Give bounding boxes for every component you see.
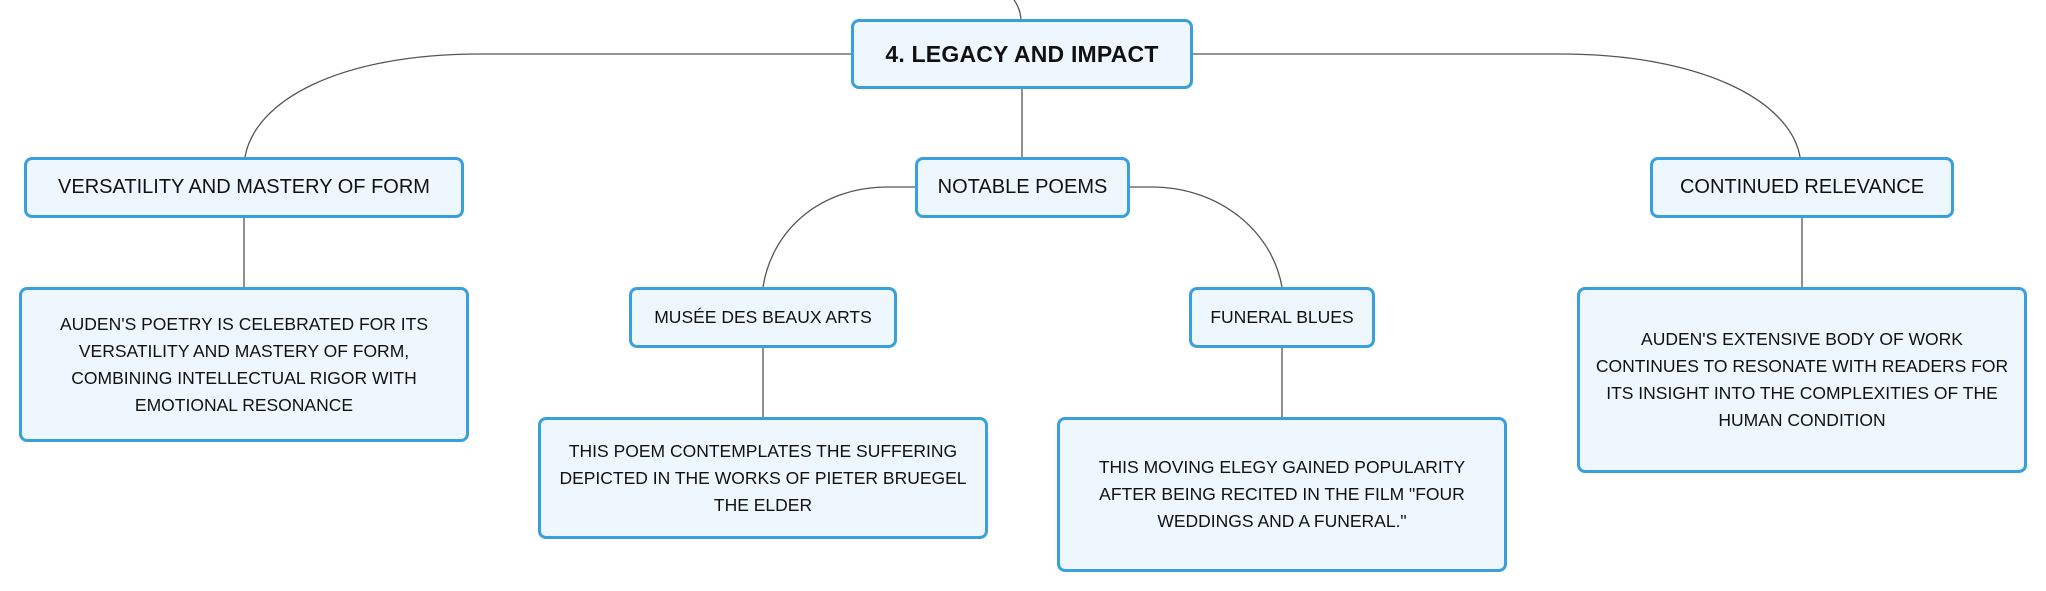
detail-node-text: THIS POEM CONTEMPLATES THE SUFFERING DEP… — [559, 440, 967, 515]
connector-notable-poems-to-musee — [762, 186, 915, 288]
root-node[interactable]: 4. LEGACY AND IMPACT — [851, 19, 1193, 89]
branch-node-label: NOTABLE POEMS — [937, 176, 1108, 198]
sub-node-label: FUNERAL BLUES — [1210, 307, 1354, 327]
sub-node-musee-des-beaux-arts[interactable]: MUSÉE DES BEAUX ARTS — [629, 287, 897, 348]
detail-node-text: AUDEN'S POETRY IS CELEBRATED FOR ITS VER… — [59, 313, 428, 415]
detail-node-versatility[interactable]: AUDEN'S POETRY IS CELEBRATED FOR ITS VER… — [19, 287, 469, 442]
detail-node-text: THIS MOVING ELEGY GAINED POPULARITY AFTE… — [1098, 457, 1466, 531]
detail-node-funeral-blues[interactable]: THIS MOVING ELEGY GAINED POPULARITY AFTE… — [1057, 417, 1507, 572]
branch-node-versatility[interactable]: VERSATILITY AND MASTERY OF FORM — [24, 157, 464, 218]
branch-node-label: CONTINUED RELEVANCE — [1679, 176, 1925, 198]
sub-node-funeral-blues[interactable]: FUNERAL BLUES — [1189, 287, 1375, 348]
detail-node-text: AUDEN'S EXTENSIVE BODY OF WORK CONTINUES… — [1595, 329, 2009, 430]
connector-root-to-continued-relevance — [1193, 53, 1801, 158]
connector-parent-to-root — [1013, 0, 1022, 20]
branch-node-notable-poems[interactable]: NOTABLE POEMS — [915, 157, 1130, 218]
branch-node-continued-relevance[interactable]: CONTINUED RELEVANCE — [1650, 157, 1954, 218]
branch-node-label: VERSATILITY AND MASTERY OF FORM — [58, 176, 430, 198]
connector-root-to-versatility — [244, 53, 851, 158]
detail-node-continued-relevance[interactable]: AUDEN'S EXTENSIVE BODY OF WORK CONTINUES… — [1577, 287, 2027, 473]
root-node-label: 4. LEGACY AND IMPACT — [885, 40, 1159, 67]
sub-node-label: MUSÉE DES BEAUX ARTS — [654, 307, 872, 327]
connector-notable-poems-to-funeral-blues — [1130, 186, 1283, 288]
detail-node-musee-des-beaux-arts[interactable]: THIS POEM CONTEMPLATES THE SUFFERING DEP… — [538, 417, 988, 539]
